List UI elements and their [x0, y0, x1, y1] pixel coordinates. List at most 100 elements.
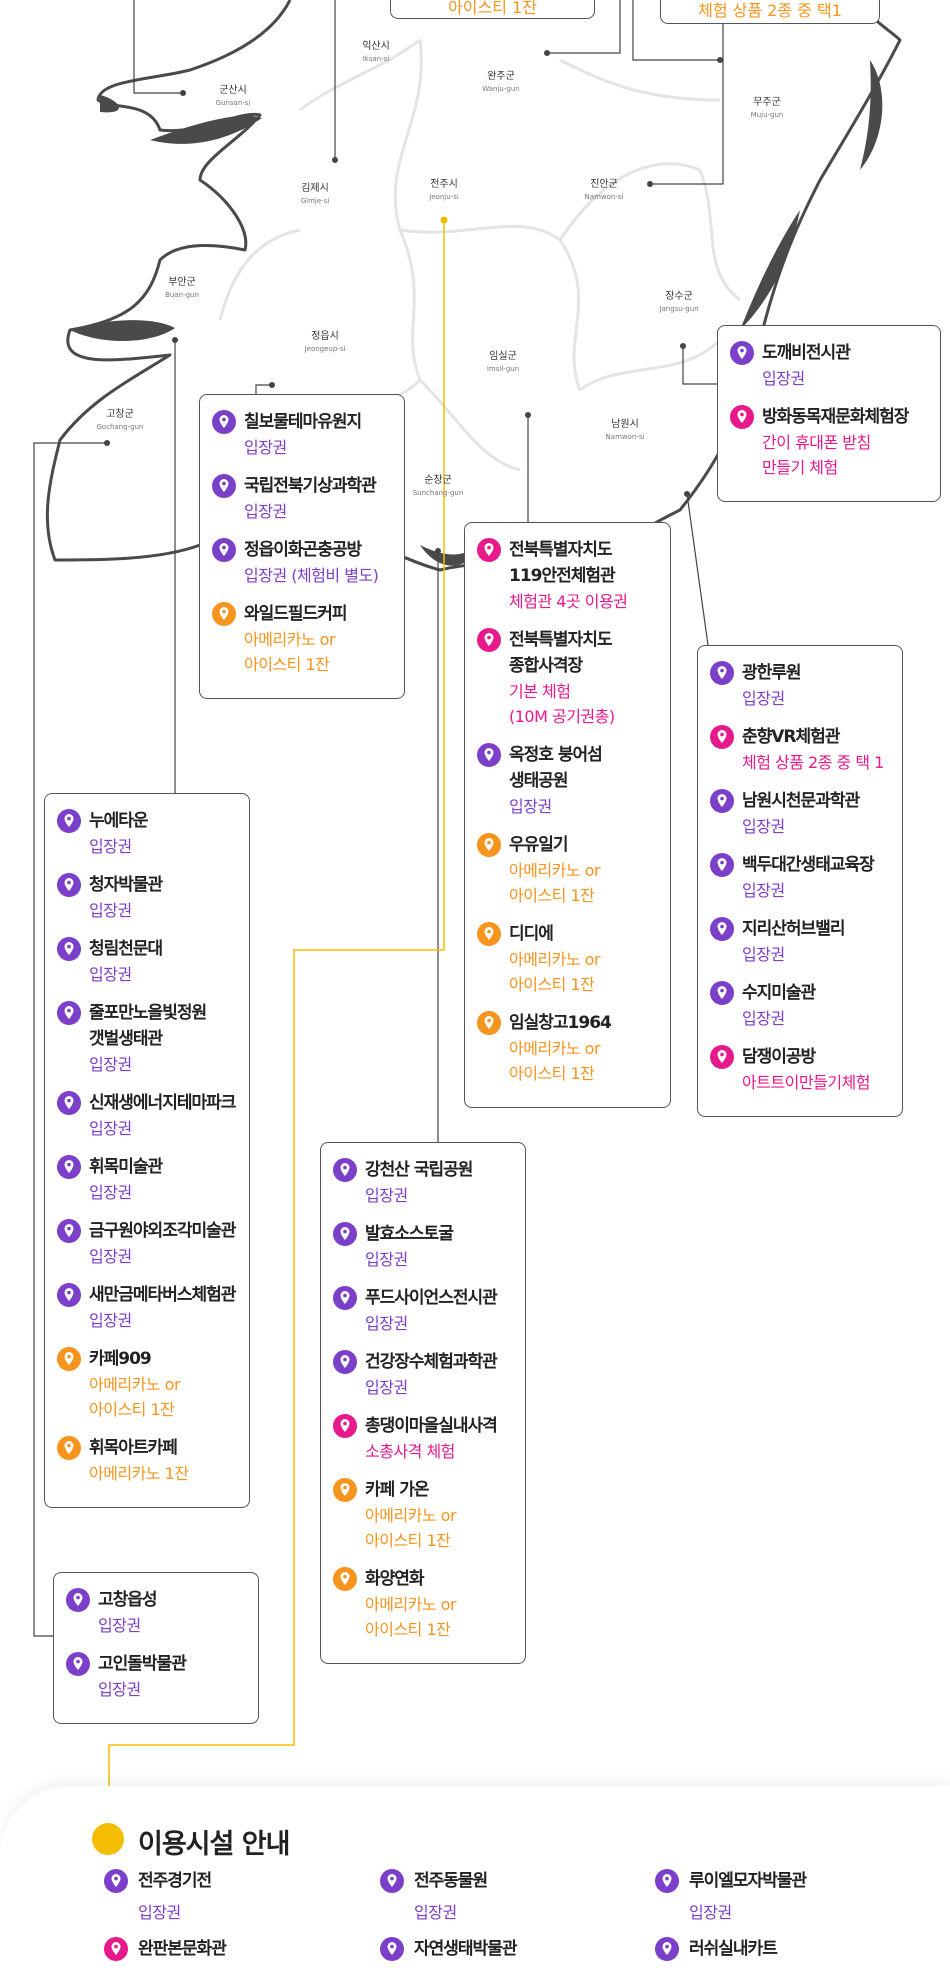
place-name: 춘향VR체험관: [742, 727, 840, 747]
location-pin-icon: [57, 1347, 81, 1371]
place-benefit: 아메리카노 or 아이스티 1잔: [509, 950, 601, 994]
facility-item[interactable]: 완판본문화관: [104, 1936, 227, 1968]
location-pin-icon: [333, 1286, 357, 1310]
region-name-en: Wanju-gun: [482, 85, 520, 93]
place-benefit: 입장권: [365, 1378, 408, 1397]
place-benefit: 입장권: [98, 1680, 141, 1699]
place-benefit: 아메리카노 or 아이스티 1잔: [365, 1595, 457, 1639]
facility-item[interactable]: 자연생태박물관: [380, 1936, 517, 1968]
region-name: 순창군: [424, 475, 452, 486]
place-name: 지리산허브밸리: [742, 919, 845, 939]
place-benefit: 입장권: [742, 1009, 785, 1028]
top-box-1-text: 아이스티 1잔: [448, 0, 537, 17]
place-benefit: 입장권: [89, 901, 132, 920]
place-benefit: 입장권: [89, 1183, 132, 1202]
place-name: 칠보물테마유원지: [244, 412, 362, 432]
region-name: 진안군: [590, 179, 618, 190]
facility-name: 완판본문화관: [138, 1939, 227, 1959]
location-pin-icon: [710, 981, 734, 1005]
place-benefit: 입장권: [762, 369, 805, 388]
place-name: 광한루원: [742, 663, 802, 683]
location-pin-icon: [212, 602, 236, 626]
place-name: 고창읍성: [98, 1590, 158, 1610]
facility-item[interactable]: 러쉬실내카트: [655, 1936, 778, 1968]
place-name: 총댕이마을실내사격: [365, 1416, 498, 1436]
place-benefit: 입장권: [89, 837, 132, 856]
location-pin-icon: [710, 853, 734, 877]
place-name: 카페 가온: [365, 1480, 429, 1500]
location-pin-icon: [333, 1222, 357, 1246]
place-benefit: 소총사격 체험: [365, 1442, 455, 1461]
region-name-en: Jeonju-si: [429, 193, 459, 201]
location-pin-icon: [333, 1478, 357, 1502]
place-benefit: 입장권: [742, 689, 785, 708]
region-name-en: Gunsan-si: [215, 99, 251, 107]
location-pin-icon: [333, 1567, 357, 1591]
location-pin-icon: [380, 1869, 404, 1893]
location-pin-icon: [57, 873, 81, 897]
facility-benefit: 입장권: [414, 1903, 457, 1922]
location-pin-icon: [57, 1091, 81, 1115]
location-pin-icon: [212, 474, 236, 498]
region-name: 김제시: [301, 183, 329, 194]
place-name: 정읍이화곤충공방: [244, 540, 362, 560]
place-benefit: 간이 휴대폰 받침 만들기 체험: [762, 433, 871, 477]
location-pin-icon: [212, 410, 236, 434]
location-pin-icon: [333, 1158, 357, 1182]
region-name-en: Muju-gun: [750, 111, 784, 119]
place-name: 누에타운: [89, 811, 149, 831]
place-benefit: 입장권: [742, 817, 785, 836]
region-name-en: Iksan-si: [362, 55, 390, 63]
place-name: 옥정호 붕어섬 생태공원: [509, 745, 603, 791]
facility-benefit: 입장권: [138, 1903, 181, 1922]
location-pin-icon: [57, 1283, 81, 1307]
facilities-heading: 이용시설 안내: [138, 1829, 290, 1860]
location-pin-icon: [710, 1045, 734, 1069]
